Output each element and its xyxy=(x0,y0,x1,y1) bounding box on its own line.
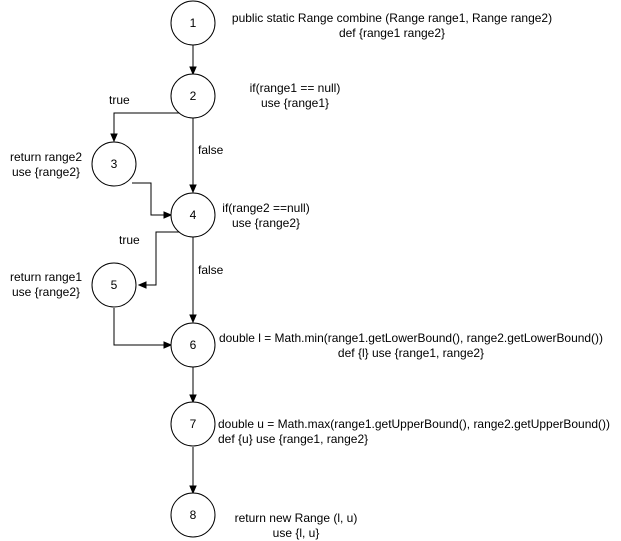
note-4-line-1: if(range2 ==null) xyxy=(222,201,309,215)
node-3-label: 3 xyxy=(111,157,118,171)
arrowhead-5-6 xyxy=(163,341,173,349)
node-8-label: 8 xyxy=(190,508,197,522)
node-3: 3 xyxy=(91,141,137,187)
edge-5-6 xyxy=(113,308,165,346)
node-6-circle xyxy=(170,322,216,368)
edge-label-2-3: true xyxy=(109,93,130,107)
edge-labels: true false true false xyxy=(109,93,224,277)
node-1: 1 xyxy=(170,0,216,46)
note-2-line-2: use {range1} xyxy=(261,96,329,110)
note-1-line-1: public static Range combine (Range range… xyxy=(232,11,552,25)
note-7-line-1: double u = Math.max(range1.getUpperBound… xyxy=(218,417,610,431)
edge-label-4-6: false xyxy=(198,263,224,277)
nodes: 1 2 3 4 5 6 7 8 xyxy=(91,0,216,538)
arrowhead-4-6 xyxy=(189,314,197,324)
arrowhead-3-4 xyxy=(163,211,173,219)
note-6-line-1: double l = Math.min(range1.getLowerBound… xyxy=(219,331,603,345)
arrowhead-2-4 xyxy=(189,184,197,194)
node-8: 8 xyxy=(170,492,216,538)
arrowhead-6-7 xyxy=(189,394,197,404)
edge-label-2-4: false xyxy=(198,143,224,157)
node-7-circle xyxy=(170,401,216,447)
node-4-circle xyxy=(170,192,216,238)
node-1-label: 1 xyxy=(190,16,197,30)
arrowhead-7-8 xyxy=(189,485,197,495)
node-4-label: 4 xyxy=(190,208,197,222)
node-8-circle xyxy=(170,492,216,538)
node-2: 2 xyxy=(170,73,216,119)
node-7: 7 xyxy=(170,401,216,447)
node-5-circle xyxy=(91,262,137,308)
note-6-line-2: def {l} use {range1, range2} xyxy=(338,346,484,360)
note-7-line-2: def {u} use {range1, range2} xyxy=(218,432,368,446)
arrowhead-2-3 xyxy=(110,133,118,143)
node-7-label: 7 xyxy=(190,417,197,431)
annotations: public static Range combine (Range range… xyxy=(10,11,610,540)
node-5-label: 5 xyxy=(111,278,118,292)
node-2-circle xyxy=(170,73,216,119)
arrowhead-4-5 xyxy=(137,281,147,289)
node-2-label: 2 xyxy=(190,89,197,103)
note-3-line-2: use {range2} xyxy=(12,165,80,179)
note-5-line-2: use {range2} xyxy=(12,285,80,299)
note-5-line-1: return range1 xyxy=(10,270,82,284)
arrowhead-1-2 xyxy=(189,66,197,76)
note-1-line-2: def {range1 range2} xyxy=(339,26,445,40)
node-4: 4 xyxy=(170,192,216,238)
node-3-circle xyxy=(91,141,137,187)
edge-2-3 xyxy=(113,112,180,135)
note-8-line-1: return new Range (l, u) xyxy=(235,511,358,525)
edge-3-4 xyxy=(132,182,165,216)
note-2-line-1: if(range1 == null) xyxy=(250,81,341,95)
note-4-line-2: use {range2} xyxy=(232,216,300,230)
edge-label-4-5: true xyxy=(119,233,140,247)
note-3-line-1: return range2 xyxy=(10,150,82,164)
node-1-circle xyxy=(170,0,216,46)
node-6-label: 6 xyxy=(190,338,197,352)
edges xyxy=(110,45,197,495)
node-6: 6 xyxy=(170,322,216,368)
note-8-line-2: use {l, u} xyxy=(273,526,320,540)
edge-4-5 xyxy=(145,231,180,286)
node-5: 5 xyxy=(91,262,137,308)
